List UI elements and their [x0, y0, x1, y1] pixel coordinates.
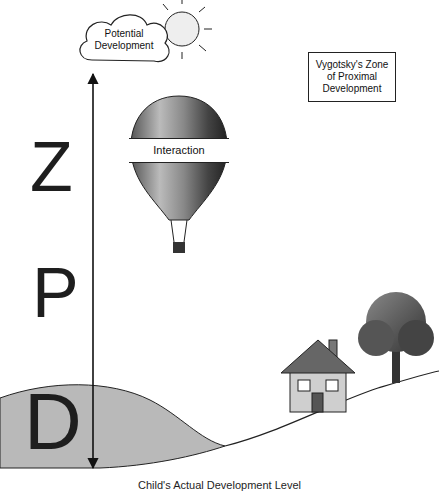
- cloud-text: Potential Development: [88, 28, 160, 52]
- balloon-outline: [126, 92, 232, 262]
- cloud-text-wrap: Potential Development: [88, 28, 160, 52]
- balloon-shape: Interaction: [126, 92, 232, 262]
- zpd-letter: Z: [30, 132, 73, 202]
- zpd-arrow: [92, 74, 94, 468]
- zpd-letter: D: [24, 382, 82, 462]
- balloon-text: Interaction: [131, 144, 227, 157]
- zpd-letter: P: [32, 258, 79, 328]
- ground-line: [225, 371, 439, 446]
- cloud-shape: Potential Development: [74, 8, 174, 68]
- caption: Child's Actual Development Level: [0, 480, 439, 491]
- house: [281, 340, 355, 412]
- box-text: Vygotsky's Zone of Proximal Development: [314, 59, 390, 95]
- balloon-band: Interaction: [129, 138, 229, 163]
- tree: [358, 292, 434, 383]
- title-box: Vygotsky's Zone of Proximal Development: [308, 52, 396, 102]
- sun: [163, 0, 212, 59]
